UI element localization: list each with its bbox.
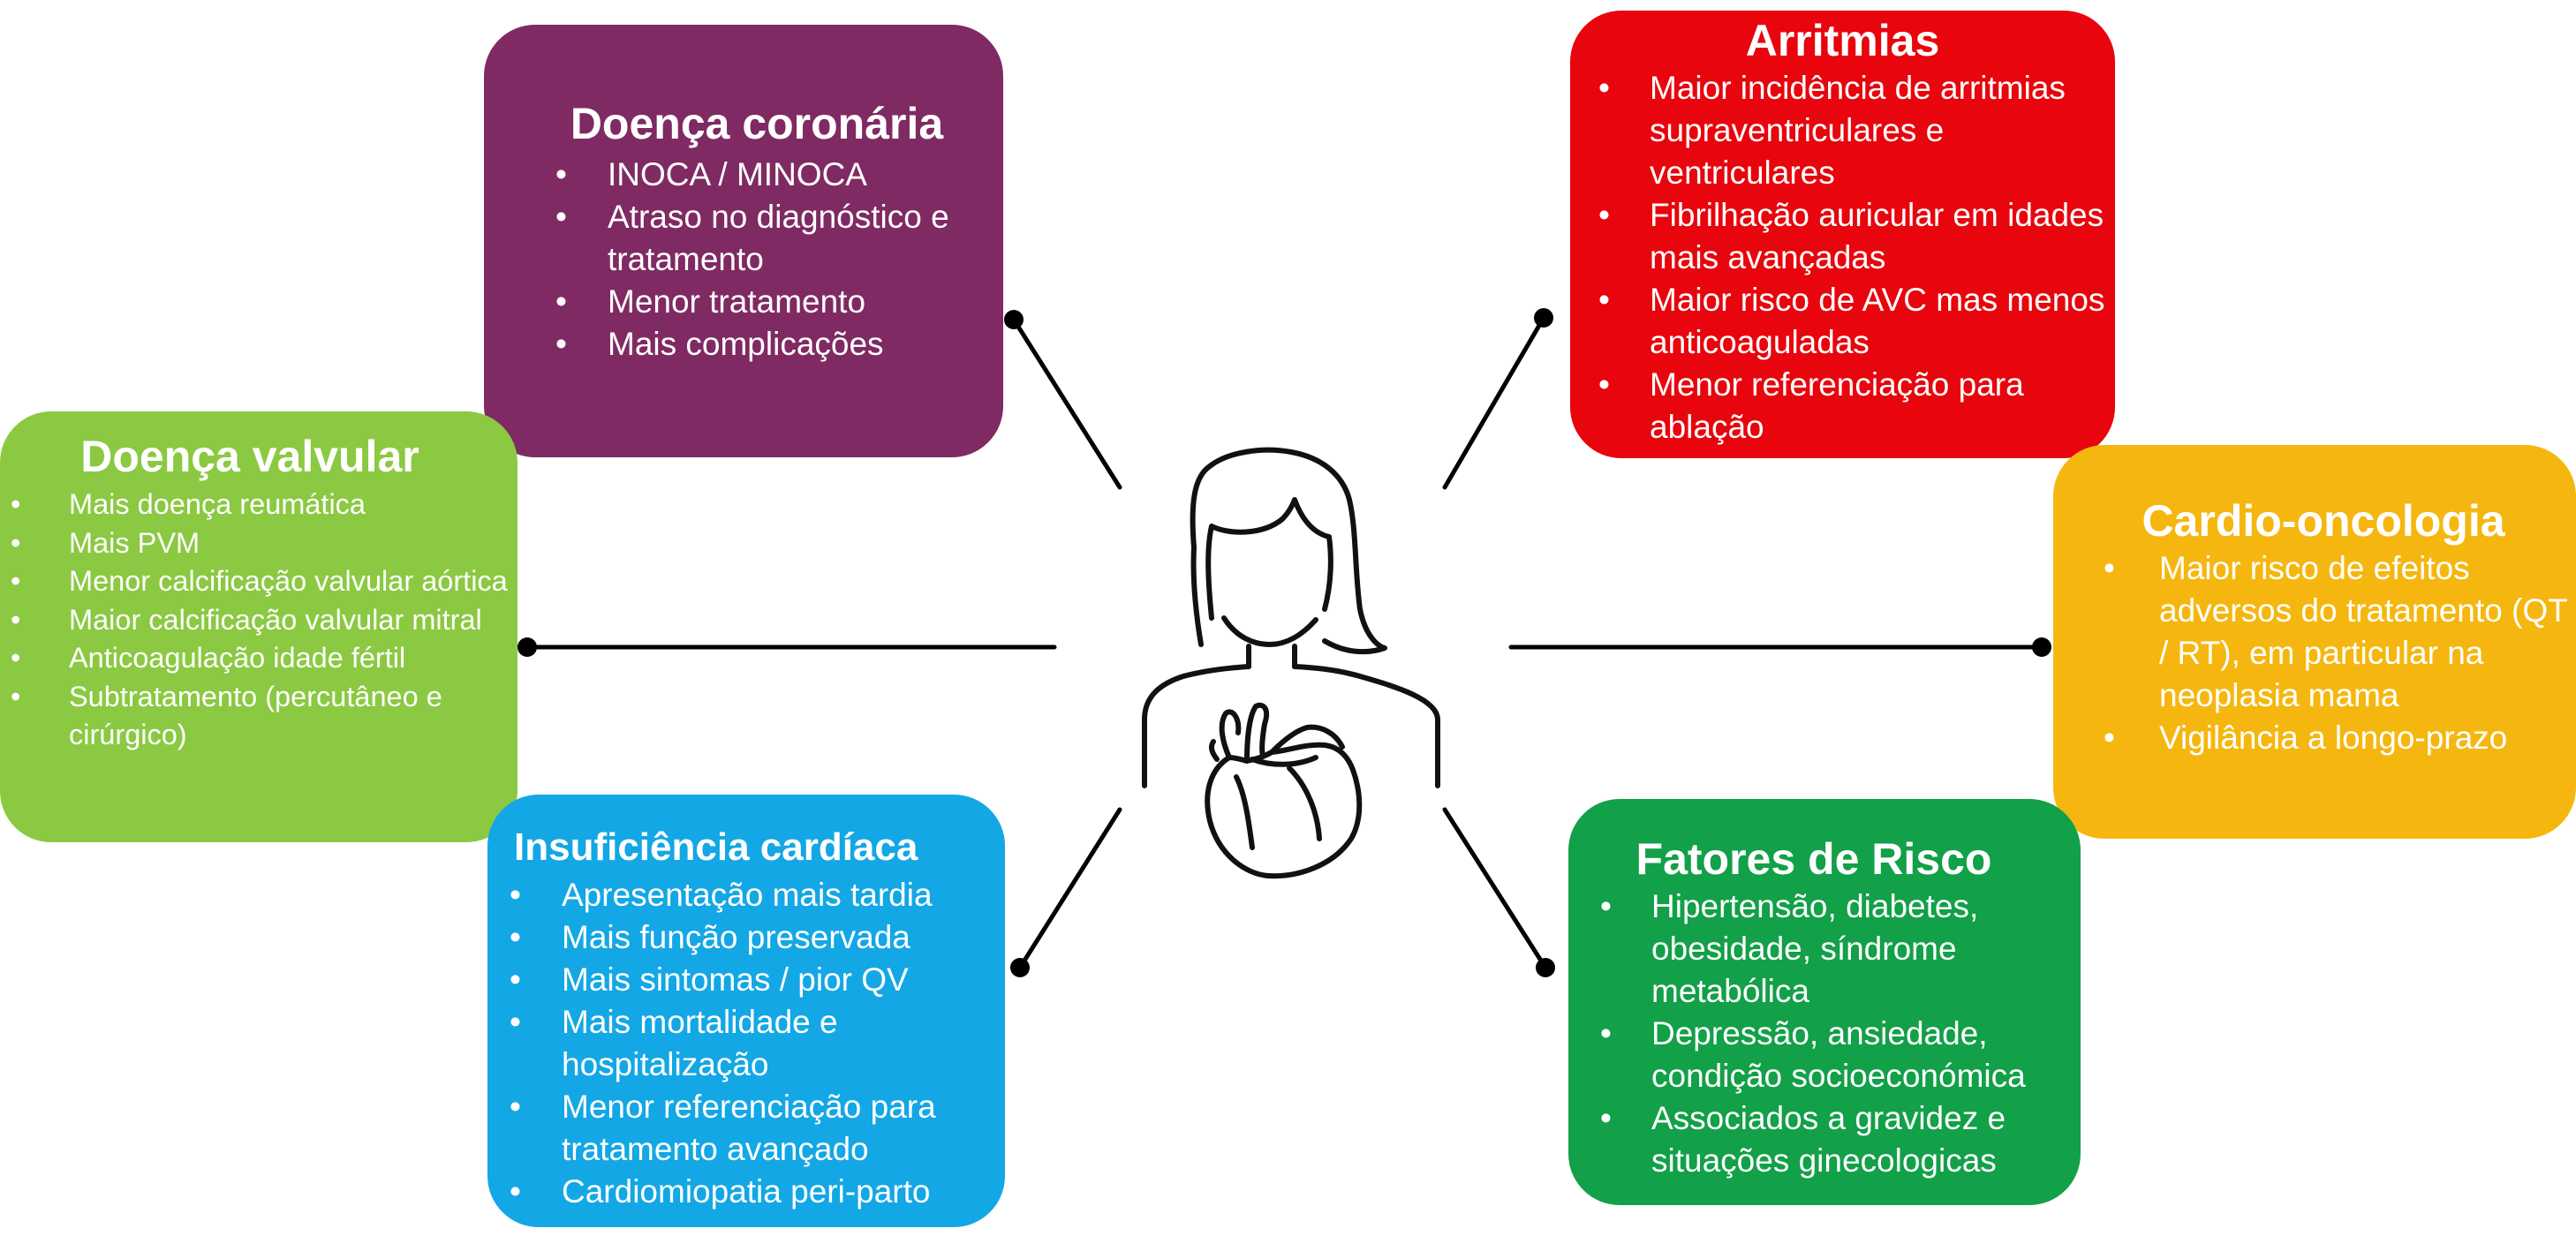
list-item: Mais PVM: [11, 524, 510, 563]
valvular-disease-list: Mais doença reumática Mais PVM Menor cal…: [0, 486, 517, 755]
list-item: Hipertensão, diabetes, obesidade, síndro…: [1600, 886, 2077, 1013]
list-item: Subtratamento (percutâneo e cirúrgico): [11, 678, 510, 755]
list-item: INOCA / MINOCA: [555, 154, 994, 196]
heart-failure-title: Insuficiência cardíaca: [514, 825, 918, 869]
connector-dot-valvular: [517, 637, 537, 657]
list-item: Maior calcificação valvular mitral: [11, 601, 510, 640]
risk-factors-list: Hipertensão, diabetes, obesidade, síndro…: [1568, 886, 2081, 1182]
heart-failure-box: Insuficiência cardíaca Apresentação mais…: [487, 795, 1005, 1227]
connector-dot-heartfailure: [1010, 958, 1030, 977]
connector-dot-risk: [1536, 958, 1555, 977]
risk-factors-box: Fatores de Risco Hipertensão, diabetes, …: [1568, 799, 2081, 1205]
arrhythmia-box: Arritmias Maior incidência de arritmias …: [1570, 11, 2115, 458]
list-item: Mais mortalidade e hospitalização: [510, 1001, 1001, 1086]
list-item: Menor calcificação valvular aórtica: [11, 562, 510, 601]
connector-dot-oncology: [2032, 637, 2051, 657]
list-item: Maior risco de efeitos adversos do trata…: [2104, 547, 2572, 717]
coronary-disease-box: Doença coronária INOCA / MINOCA Atraso n…: [484, 25, 1003, 457]
connector-coronary: [1011, 317, 1122, 490]
cardio-oncology-list: Maior risco de efeitos adversos do trata…: [2053, 547, 2576, 759]
list-item: Atraso no diagnóstico e tratamento: [555, 196, 994, 281]
list-item: Menor referenciação para ablação: [1598, 364, 2111, 448]
coronary-disease-list: INOCA / MINOCA Atraso no diagnóstico e t…: [484, 154, 1003, 366]
list-item: Mais sintomas / pior QV: [510, 959, 1001, 1001]
list-item: Maior risco de AVC mas menos anticoagula…: [1598, 279, 2111, 364]
list-item: Menor referenciação para tratamento avan…: [510, 1086, 1001, 1171]
list-item: Apresentação mais tardia: [510, 874, 1001, 916]
list-item: Associados a gravidez e situações gineco…: [1600, 1097, 2077, 1182]
coronary-disease-title: Doença coronária: [570, 99, 944, 148]
cardio-oncology-title: Cardio-oncologia: [2142, 496, 2505, 546]
risk-factors-title: Fatores de Risco: [1635, 834, 1992, 884]
arrhythmia-list: Maior incidência de arritmias supraventr…: [1570, 67, 2115, 448]
connector-arrhythmia: [1442, 315, 1546, 490]
list-item: Maior incidência de arritmias supraventr…: [1598, 67, 2111, 194]
list-item: Anticoagulação idade fértil: [11, 639, 510, 678]
list-item: Mais doença reumática: [11, 486, 510, 524]
connector-dot-coronary: [1004, 310, 1024, 329]
heart-failure-list: Apresentação mais tardia Mais função pre…: [487, 874, 1005, 1213]
list-item: Menor tratamento: [555, 281, 994, 323]
connector-dot-arrhythmia: [1534, 308, 1553, 328]
list-item: Depressão, ansiedade, condição socioecon…: [1600, 1013, 2077, 1097]
list-item: Mais função preservada: [510, 916, 1001, 959]
list-item: Mais complicações: [555, 323, 994, 366]
list-item: Fibrilhação auricular em idades mais ava…: [1598, 194, 2111, 279]
woman-with-heart-icon: [1142, 447, 1440, 879]
arrhythmia-title: Arritmias: [1745, 16, 1940, 65]
valvular-disease-title: Doença valvular: [80, 432, 419, 481]
connector-risk: [1442, 807, 1548, 970]
list-item: Vigilância a longo-prazo: [2104, 717, 2572, 759]
connector-heartfailure: [1017, 807, 1122, 970]
valvular-disease-box: Doença valvular Mais doença reumática Ma…: [0, 411, 517, 842]
list-item: Cardiomiopatia peri-parto: [510, 1171, 1001, 1213]
cardio-oncology-box: Cardio-oncologia Maior risco de efeitos …: [2053, 445, 2576, 839]
